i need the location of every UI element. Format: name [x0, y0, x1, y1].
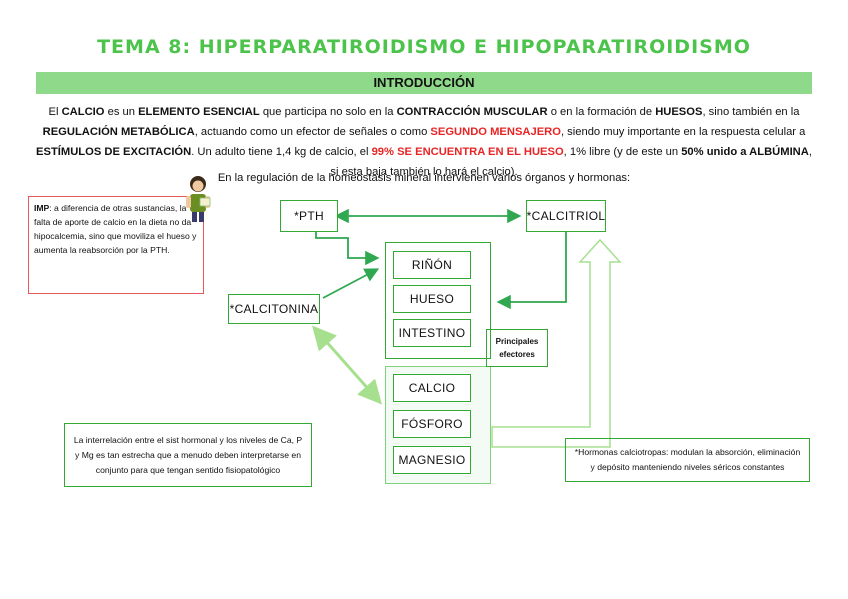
mineral-label: MAGNESIO: [398, 453, 466, 467]
mineral-fosforo: FÓSFORO: [393, 410, 471, 438]
organs-group: [385, 242, 491, 359]
imp-text: : a diferencia de otras sustancias, la f…: [34, 203, 197, 255]
intro-run: , siendo muy importante en la respuesta …: [560, 126, 806, 138]
calciotropic-note: *Hormonas calciotropas: modulan la absor…: [565, 438, 810, 482]
intro-run: El: [48, 106, 62, 118]
calcitonina-organs-arrow: [322, 268, 380, 299]
imp-label: IMP: [34, 203, 50, 213]
organ-label: HUESO: [409, 292, 455, 306]
interrelation-text: La interrelación entre el sist hormonal …: [73, 434, 303, 475]
intro-run: es un: [104, 106, 139, 118]
calcitriol-label: *CALCITRIOL: [526, 209, 606, 223]
calciotropic-text: *Hormonas calciotropas: modulan la absor…: [574, 447, 801, 472]
pth-label: *PTH: [294, 209, 324, 223]
intro-run: o en la formación de: [547, 106, 656, 118]
organ-label: INTESTINO: [398, 326, 466, 340]
minerals-calcitriol-block-arrow: [491, 238, 622, 448]
organ-intestino: INTESTINO: [393, 319, 471, 347]
interrelation-note: La interrelación entre el sist hormonal …: [64, 423, 312, 487]
intro-run: , 1% libre (y de este un: [563, 146, 682, 158]
intro-run: ESTÍMULOS DE EXCITACIÓN: [36, 146, 192, 158]
section-title: INTRODUCCIÓN: [373, 75, 475, 90]
intro-run: , actuando como un efector de señales o …: [194, 126, 431, 138]
calcitonina-minerals-arrow: [312, 325, 382, 405]
intro-run: , si esta baja también lo hará el calcio…: [330, 146, 812, 178]
intro-run: . Un adulto tiene 1,4 kg de calcio, el: [191, 146, 372, 158]
intro-run: que participa no solo en la: [259, 106, 397, 118]
pth-organs-arrow: [315, 232, 380, 266]
calcitonina-label: *CALCITONINA: [229, 302, 319, 316]
pth-box: *PTH: [280, 200, 338, 232]
student-figure-icon: [186, 176, 211, 222]
intro-run: REGULACIÓN METABÓLICA: [42, 126, 195, 138]
intro-run: CONTRACCIÓN MUSCULAR: [396, 106, 548, 118]
mineral-magnesio: MAGNESIO: [393, 446, 471, 474]
intro-run: CALCIO: [61, 106, 105, 118]
mineral-label: FÓSFORO: [401, 417, 463, 431]
mineral-label: CALCIO: [408, 381, 456, 395]
organ-rinon: RIÑÓN: [393, 251, 471, 279]
regulation-text: En la regulación de la homeostasis miner…: [217, 172, 631, 184]
imp-note: IMP: a diferencia de otras sustancias, l…: [28, 196, 204, 294]
intro-run: 50%: [681, 146, 704, 158]
effectors-text: Principales efectores: [495, 337, 539, 359]
intro-run: SEGUNDO MENSAJERO: [430, 126, 561, 138]
section-header: INTRODUCCIÓN: [36, 72, 812, 94]
organ-label: RIÑÓN: [411, 258, 453, 272]
intro-run: , sino también en la: [702, 106, 800, 118]
intro-run: HUESOS: [655, 106, 703, 118]
page-title: TEMA 8: HIPERPARATIROIDISMO E HIPOPARATI…: [97, 36, 751, 58]
organ-hueso: HUESO: [393, 285, 471, 313]
intro-run: ELEMENTO ESENCIAL: [138, 106, 260, 118]
calcitriol-box: *CALCITRIOL: [526, 200, 606, 232]
intro-paragraph: El CALCIO es un ELEMENTO ESENCIAL que pa…: [36, 102, 812, 182]
intro-run: unido a ALBÚMINA: [706, 146, 809, 158]
effectors-label: Principales efectores: [486, 329, 548, 367]
calcitriol-organs-arrow: [496, 232, 567, 310]
mineral-calcio: CALCIO: [393, 374, 471, 402]
calcitonina-box: *CALCITONINA: [228, 294, 320, 324]
intro-run: 99% SE ENCUENTRA EN EL HUESO: [371, 146, 564, 158]
